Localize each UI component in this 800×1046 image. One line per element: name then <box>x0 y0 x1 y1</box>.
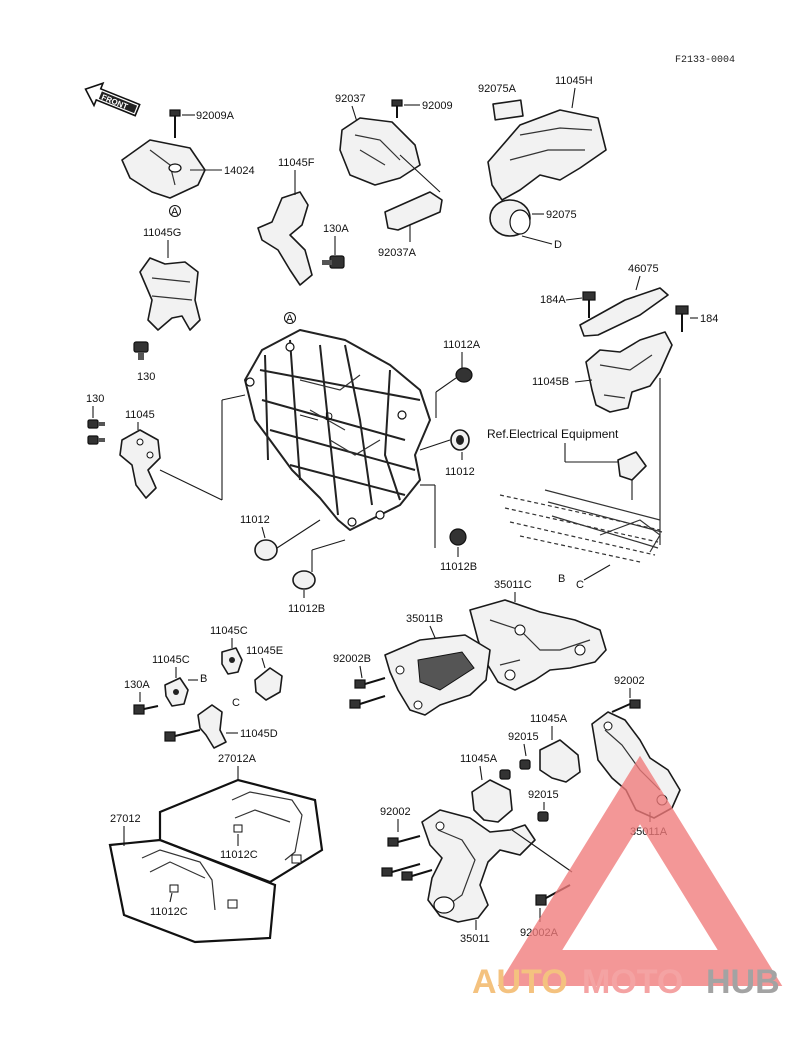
label-11045C-a: 11045C <box>210 625 248 637</box>
bracket-11045A-a <box>539 739 581 783</box>
diagram-code: F2133-0004 <box>675 55 735 66</box>
label-130A-top: 130A <box>323 223 349 235</box>
label-92009: 92009 <box>422 100 453 112</box>
label-11045G: 11045G <box>143 227 181 239</box>
label-184: 184 <box>700 313 718 325</box>
bracket-11045 <box>119 429 161 499</box>
label-35011B: 35011B <box>406 613 443 625</box>
watermark-triangle-icon <box>497 755 783 986</box>
front-arrow-icon: FRONT <box>84 81 141 117</box>
label-14024: 14024 <box>224 165 255 177</box>
nut-92015-a <box>519 759 531 770</box>
label-11045A-a: 11045A <box>530 713 568 725</box>
nut-92015-b-upper <box>499 769 511 780</box>
bolt-184 <box>675 305 689 332</box>
label-92015-a: 92015 <box>508 731 539 743</box>
bolt-92009A <box>169 109 181 138</box>
label-11012C-a: 11012C <box>220 849 258 861</box>
bracket-11045D <box>197 704 227 749</box>
bolts-130-left <box>87 419 105 445</box>
label-11045F: 11045F <box>278 157 315 169</box>
label-11045A-b: 11045A <box>460 753 498 765</box>
bracket-11045E <box>254 667 283 701</box>
label-11045H: 11045H <box>555 75 593 87</box>
ref-mark-b-clamp: B <box>200 673 207 685</box>
wiring-harness <box>499 489 663 563</box>
label-92009A: 92009A <box>196 110 235 122</box>
label-46075: 46075 <box>628 263 659 275</box>
label-27012: 27012 <box>110 813 141 825</box>
kit-box-27012A <box>158 778 324 884</box>
label-11045B: 11045B <box>532 376 569 388</box>
plate-92037A <box>384 191 443 231</box>
step-bracket-35011C <box>469 599 607 691</box>
bracket-14024 <box>121 139 206 199</box>
bracket-11045A-b <box>471 779 513 823</box>
label-92075: 92075 <box>546 209 577 221</box>
grommet-11012B-right <box>449 528 467 546</box>
grommet-11012-left <box>254 539 278 561</box>
label-11012B-left: 11012B <box>288 603 325 615</box>
label-11045E: 11045E <box>246 645 283 657</box>
bolt-11045D <box>164 729 201 742</box>
nut-92015-b <box>537 811 549 822</box>
ref-mark-a-top: A <box>171 206 179 218</box>
bracket-11045B <box>585 331 673 413</box>
label-184A: 184A <box>540 294 566 306</box>
label-92075A: 92075A <box>478 83 517 95</box>
label-11045D: 11045D <box>240 728 278 740</box>
bolt-130A-bottom <box>133 704 159 715</box>
label-130-b: 130 <box>86 393 104 405</box>
label-92002-left: 92002 <box>380 806 411 818</box>
bracket-11045G <box>139 257 201 331</box>
label-130A-bottom: 130A <box>124 679 150 691</box>
bolt-130-left <box>133 341 149 360</box>
label-35011: 35011 <box>460 933 490 945</box>
watermark-logo: AUTO MOTO HUB <box>472 755 783 1001</box>
label-92002B: 92002B <box>333 653 371 665</box>
label-11045: 11045 <box>125 409 155 421</box>
label-11012B-right: 11012B <box>440 561 477 573</box>
grommet-11012B-left <box>292 570 316 590</box>
bolt-92002-right <box>611 699 641 713</box>
watermark-text-moto: MOTO <box>582 963 683 1001</box>
ref-mark-c-harness: C <box>576 579 584 591</box>
bolts-92002-left <box>381 835 433 881</box>
label-11012A: 11012A <box>443 339 481 351</box>
label-27012A: 27012A <box>218 753 257 765</box>
label-11012C-b: 11012C <box>150 906 188 918</box>
watermark-text-hub: HUB <box>706 963 780 1001</box>
step-bracket-35011 <box>421 809 536 923</box>
label-130-a: 130 <box>137 371 155 383</box>
bracket-11045F <box>257 191 313 286</box>
ref-mark-b-harness: B <box>558 573 565 585</box>
ref-electrical-note: Ref.Electrical Equipment <box>487 427 619 441</box>
bolt-92009 <box>391 99 403 118</box>
bracket-11045H <box>487 109 607 201</box>
ref-mark-a-frame: A <box>286 313 294 325</box>
main-frame <box>244 329 431 531</box>
bolt-130A-top <box>322 255 345 269</box>
label-92002-right: 92002 <box>614 675 645 687</box>
label-92037A: 92037A <box>378 247 417 259</box>
label-11012-left: 11012 <box>240 514 270 526</box>
ref-mark-c-clamp: C <box>232 697 240 709</box>
pad-92075A <box>492 99 524 121</box>
kit-box-27012 <box>108 838 277 944</box>
label-92037: 92037 <box>335 93 366 105</box>
stay-46075 <box>579 287 669 337</box>
ref-mark-d-frame: D <box>325 411 333 423</box>
bracket-92037 <box>339 117 421 186</box>
label-92015-b: 92015 <box>528 789 559 801</box>
bolts-92002B <box>349 677 386 709</box>
label-11045C-b: 11045C <box>152 654 190 666</box>
ref-mark-d-top: D <box>554 239 562 251</box>
label-11012-right: 11012 <box>445 466 475 478</box>
label-35011C: 35011C <box>494 579 532 591</box>
clamp-electrical <box>617 451 647 481</box>
bolt-184A <box>582 291 596 318</box>
grommet-11012A <box>455 367 473 383</box>
watermark-text-auto: AUTO <box>472 963 568 1001</box>
